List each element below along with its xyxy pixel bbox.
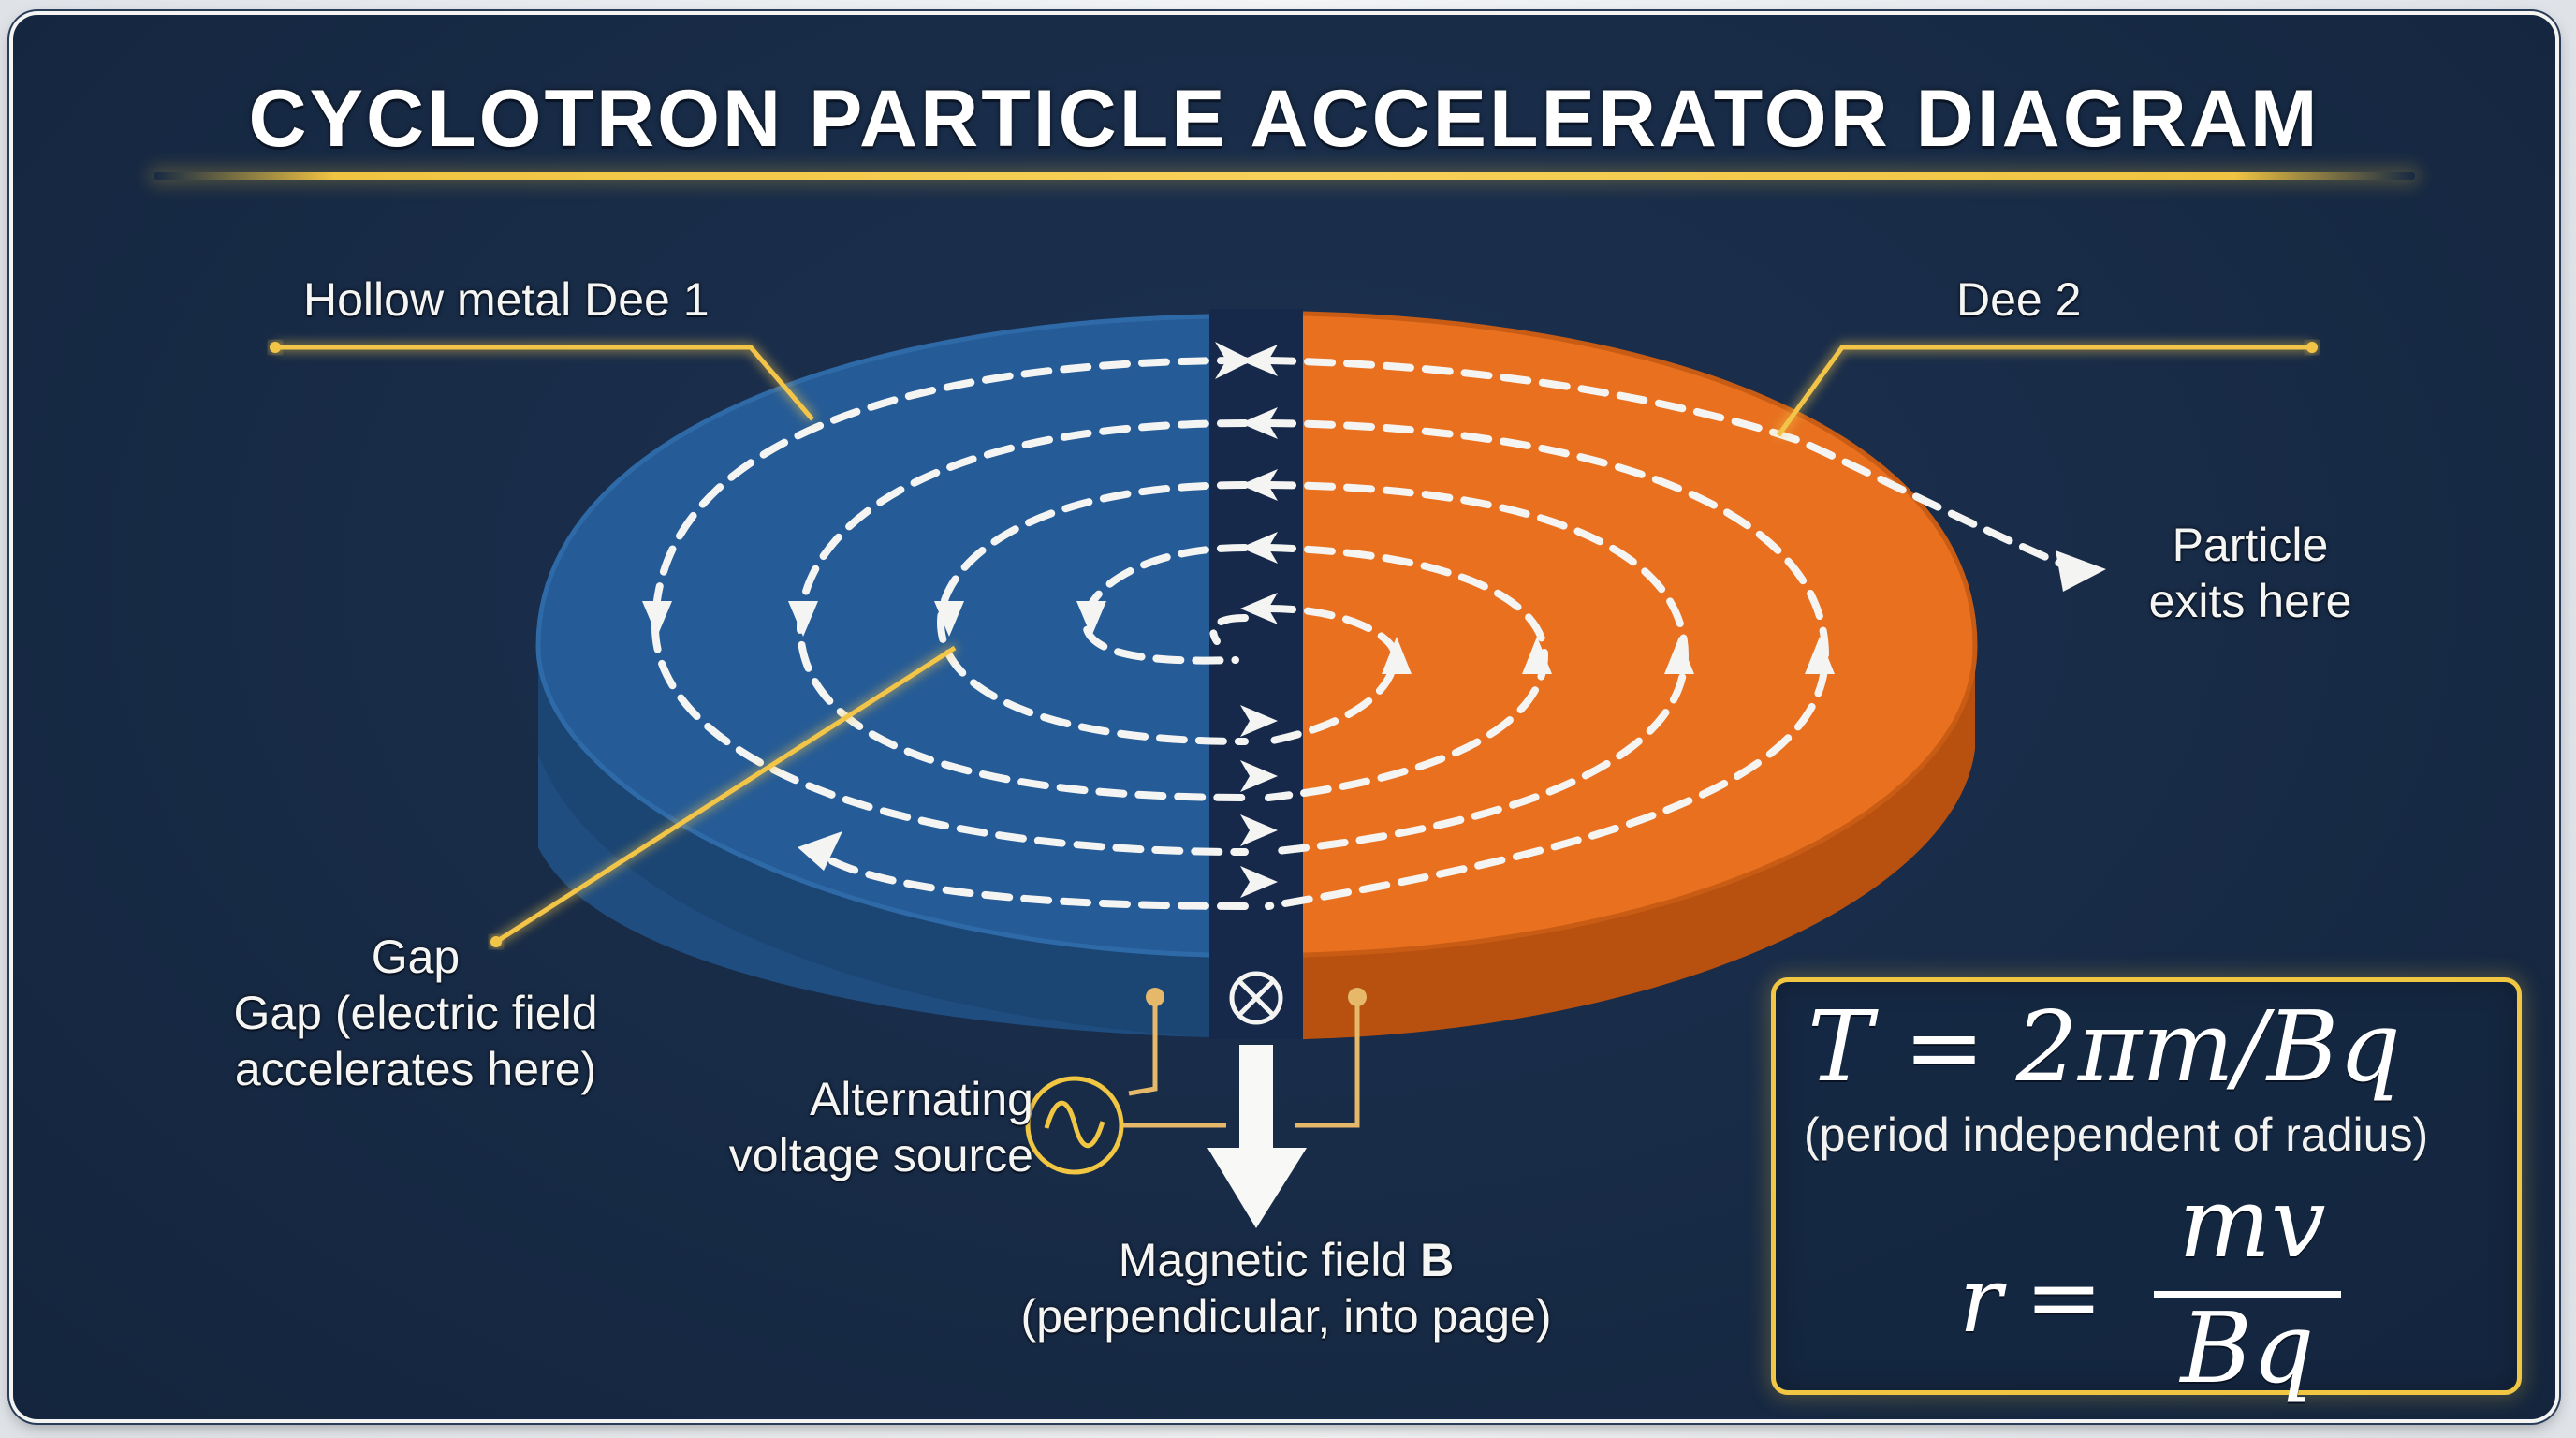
radius-equals: = [2025,1242,2103,1352]
label-magnetic-field: Magnetic field B (perpendicular, into pa… [912,1232,1661,1344]
title-underline [154,172,2415,180]
label-dee1: Hollow metal Dee 1 [303,273,710,326]
field-into-page-icon [1229,971,1283,1025]
dee1-terminal [1146,988,1164,1006]
field-symbol: B [1420,1234,1455,1286]
gap-region [1209,309,1303,1039]
dee-2 [1302,311,1978,1039]
period-equals: = [1903,990,1985,1104]
formula-box: T = 2πm/Bq (period independent of radius… [1771,977,2522,1405]
ac-source-icon [1025,1076,1124,1175]
exit-arrow-icon [2056,550,2106,592]
leader-gap [494,645,957,945]
orange-direction-arrows [1382,637,1835,674]
diagram-panel: CYCLOTRON PARTICLE ACCELERATOR DIAGRAM [13,15,2555,1419]
source-label-line2: voltage source [728,1129,1033,1181]
field-label-line2: (perpendicular, into page) [1020,1290,1552,1343]
gap-label-line1: Gap (electric field [233,987,598,1039]
exit-label-line2: exits here [2148,575,2352,627]
leader-dee1 [275,345,814,421]
period-lhs: T [1808,990,1873,1104]
field-label-line1: Magnetic field [1118,1234,1421,1286]
label-gap: Gap Gap (electric field accelerates here… [163,929,668,1097]
radius-numerator: mv [2178,1166,2326,1280]
label-particle-exit: Particle exits here [2100,517,2400,629]
leader-dee2 [1776,345,2312,437]
dee2-terminal [1348,988,1367,1006]
period-formula: T = 2πm/Bq [1808,995,2401,1098]
page-title: CYCLOTRON PARTICLE ACCELERATOR DIAGRAM [248,74,2320,164]
cyclotron-illustration [270,309,2318,1228]
label-voltage-source: Alternating voltage source [659,1071,1033,1183]
label-dee2: Dee 2 [1956,273,2082,326]
blue-direction-arrows [642,601,1106,871]
period-note: (period independent of radius) [1804,1108,2429,1161]
radius-formula: r = mv Bq [1959,1166,2352,1405]
source-wires [1121,997,1360,1128]
source-label-line1: Alternating [809,1073,1033,1125]
gap-arrows-right [1240,705,1278,898]
radius-lhs: r [1959,1248,2002,1353]
gap-arrows-left [1240,345,1278,624]
exit-label-line1: Particle [2172,519,2329,571]
leader-lines [275,345,2312,945]
gap-label-line2: accelerates here) [234,1043,597,1095]
gap-label-short: Gap [371,931,461,983]
radius-denominator: Bq [2180,1291,2315,1405]
magnetic-field-arrow-icon [1208,1045,1307,1228]
fraction-bar [2154,1291,2341,1298]
period-rhs: 2πm/Bq [2015,990,2401,1104]
